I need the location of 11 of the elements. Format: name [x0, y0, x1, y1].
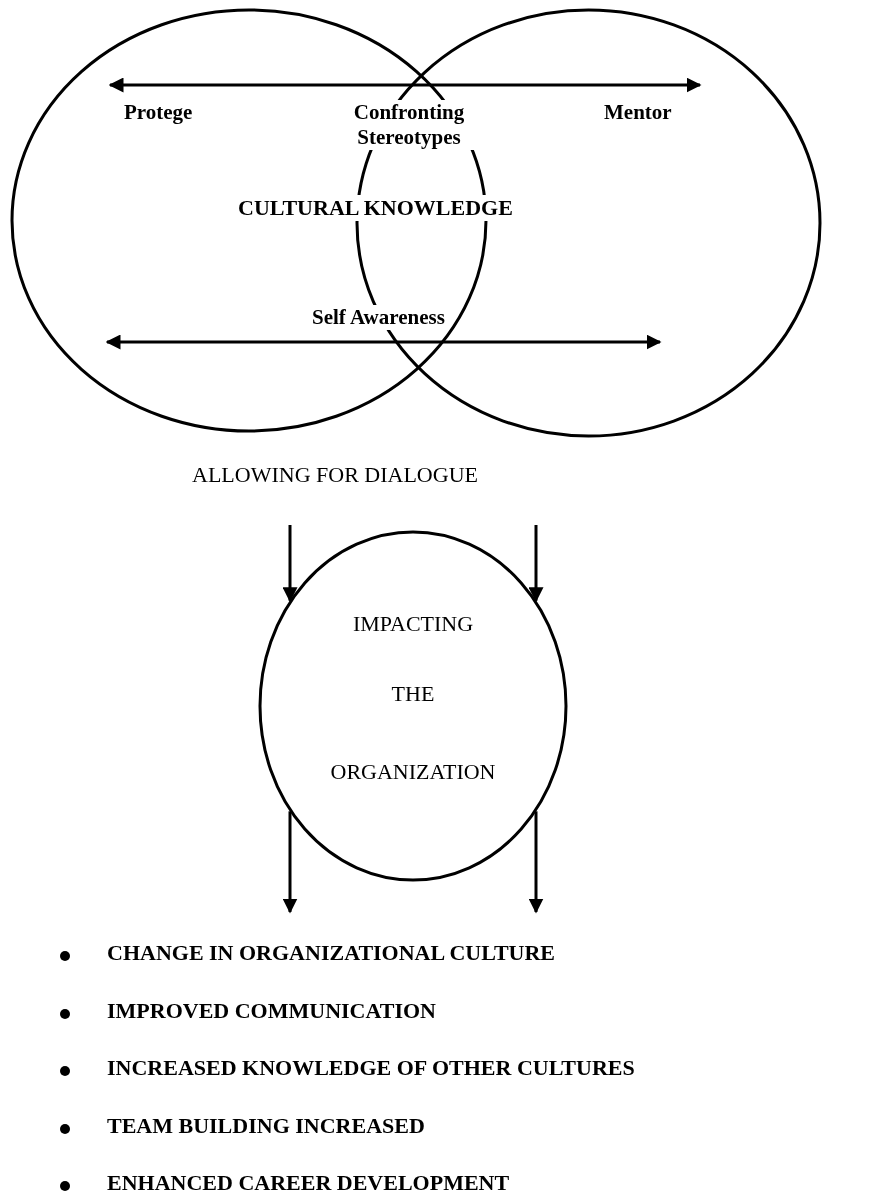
- circle-text: IMPACTING: [351, 611, 475, 637]
- circle-text: ORGANIZATION: [329, 759, 497, 785]
- arrow: [528, 525, 544, 603]
- arrow: [528, 811, 544, 914]
- arrow: [282, 811, 298, 914]
- circle-text: THE: [390, 681, 436, 707]
- arrow: [108, 77, 702, 93]
- arrow: [282, 525, 298, 603]
- label-text: CULTURAL KNOWLEDGE: [236, 195, 515, 221]
- arrow: [105, 334, 662, 350]
- label-text: Self Awareness: [310, 305, 447, 330]
